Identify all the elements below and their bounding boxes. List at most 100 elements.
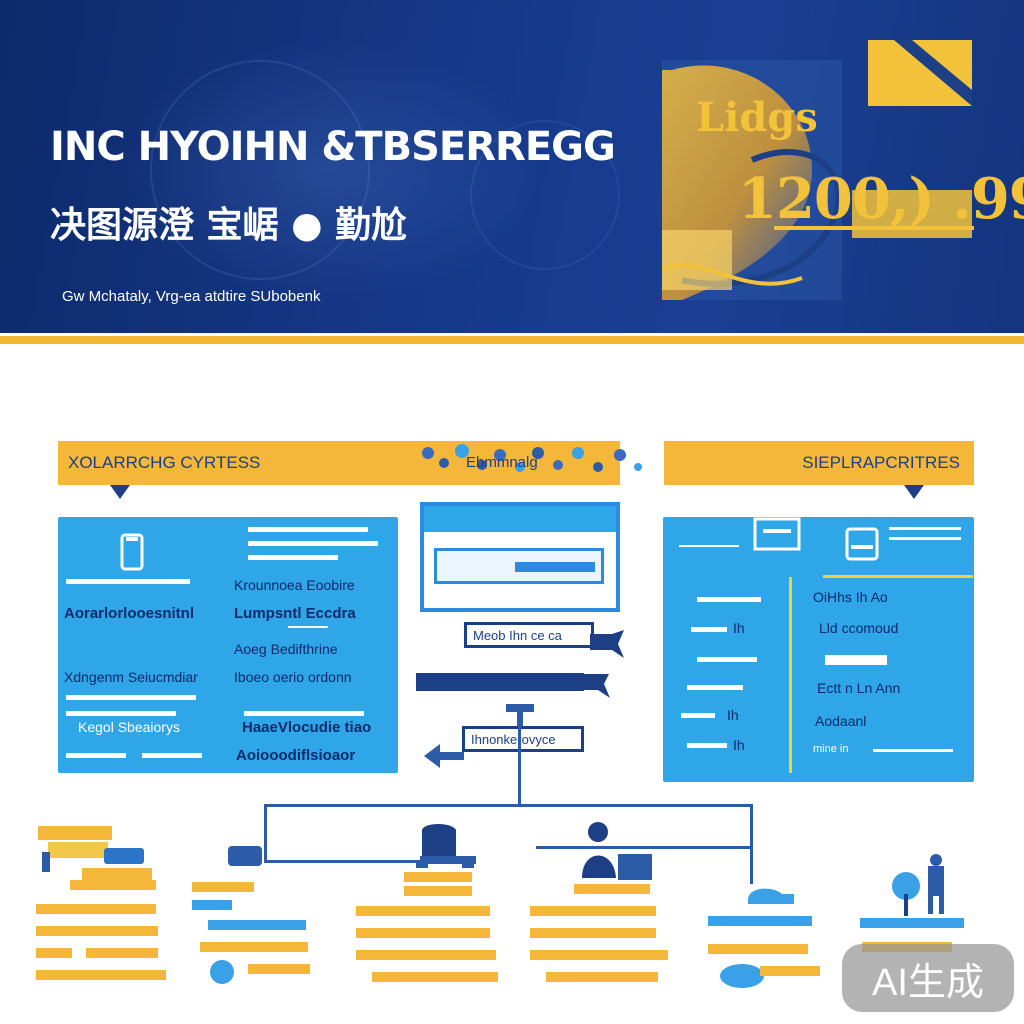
hero-illustration: Lidgs 1200,) .99 xyxy=(661,40,1024,308)
tab-left-section[interactable]: XOLARRCHG CYRTESS Ebmmnalg xyxy=(58,441,642,499)
panel-row-bar xyxy=(687,743,727,748)
panel-header-bar xyxy=(248,527,368,532)
panel-right-mark: Ih xyxy=(733,737,745,753)
bottom-bar xyxy=(36,926,158,936)
panel-right-row: Aodaanl xyxy=(815,713,867,729)
connector-line xyxy=(264,804,752,807)
stack-cards-icon xyxy=(38,826,152,880)
panel-highlight-line xyxy=(823,575,973,578)
connector-line xyxy=(750,804,753,884)
panel-left-row-left: Aorarlorlooesnitnl xyxy=(64,605,195,622)
bottom-bar xyxy=(192,900,232,910)
cloud-icon xyxy=(720,964,764,988)
tab-left-pointer-icon xyxy=(110,485,130,499)
folder-icon xyxy=(845,527,879,561)
bottom-bar xyxy=(404,886,472,896)
bottom-bar xyxy=(574,884,650,894)
panel-row-bar xyxy=(697,657,757,662)
panel-divider-bar xyxy=(244,711,364,716)
panel-row-bar xyxy=(681,713,715,718)
panel-left-row-right: HaaeVlocudie tiao xyxy=(242,719,372,736)
tab-left-secondary-label: Ebmmnalg xyxy=(466,454,538,471)
bottom-bar xyxy=(372,972,498,982)
bottom-bar xyxy=(86,948,158,958)
middle-window-widget xyxy=(420,502,620,612)
bottom-bar xyxy=(356,950,496,960)
hero-number: 1200,) .99 xyxy=(738,166,1024,232)
bottom-bar xyxy=(356,928,490,938)
bottom-bar xyxy=(708,916,812,926)
bottom-bar xyxy=(404,872,472,882)
panel-left-row-right: Aoeg Bedifthrine xyxy=(234,641,338,657)
window-field-fill xyxy=(515,562,595,572)
window-input-field[interactable] xyxy=(434,548,604,584)
bottom-bar xyxy=(70,880,156,890)
bottom-bar xyxy=(530,906,656,916)
bottom-bar xyxy=(708,944,808,954)
panel-right-row: mine in xyxy=(813,743,849,755)
panel-divider-bar xyxy=(66,695,196,700)
bottom-bar xyxy=(36,904,156,914)
bottom-bar xyxy=(248,964,310,974)
connector-line xyxy=(536,846,750,849)
panel-row-bar xyxy=(873,749,953,752)
panel-left-row-right: Krounnoea Eoobire xyxy=(234,577,355,593)
panel-row-bar xyxy=(697,597,761,602)
bottom-bar xyxy=(36,970,166,980)
middle-callout-a[interactable]: Meob Ihn ce ca xyxy=(464,622,594,648)
panel-underline xyxy=(288,626,328,628)
person-with-plant-icon xyxy=(892,854,944,916)
hero-underline xyxy=(774,226,974,230)
panel-header-bar xyxy=(889,527,961,530)
bottom-bar xyxy=(760,966,820,976)
panel-header-bar xyxy=(679,545,739,547)
banner-ring-small xyxy=(470,120,620,270)
server-icon xyxy=(416,824,476,868)
panel-right-row: Lld ccomoud xyxy=(819,620,899,636)
mouse-icon xyxy=(748,888,794,904)
panel-header-bar xyxy=(248,541,378,546)
panel-right-row: OiHhs Ih Ao xyxy=(813,589,888,605)
page-title-english: INC HYOIHN &TBSERREGG xyxy=(50,124,616,170)
hero-title: Lidgs xyxy=(696,94,818,141)
page-subtitle: Gw Mchataly, Vrg-ea atdtire SUbobenk xyxy=(62,288,321,305)
callout-a-label: Meob Ihn ce ca xyxy=(473,627,562,643)
panel-header-bar xyxy=(248,555,338,560)
panel-row-bar xyxy=(691,627,727,632)
bottom-bar xyxy=(208,920,306,930)
left-info-panel: Krounnoea Eoobire Aorarlorlooesnitnl Lum… xyxy=(58,517,398,773)
header-divider xyxy=(0,336,1024,344)
tab-right-pointer-icon xyxy=(904,485,924,499)
panel-left-row-left: Xdngenm Seiucmdiar xyxy=(64,669,198,685)
card-icon xyxy=(228,846,262,866)
panel-left-row-right: Lumpsntl Eccdra xyxy=(234,605,356,622)
bottom-bar xyxy=(546,972,658,982)
bottom-bar xyxy=(530,928,656,938)
panel-divider-bar xyxy=(142,753,202,758)
document-icon xyxy=(120,533,144,571)
bottom-bar xyxy=(860,918,964,928)
right-info-panel: OiHhs Ih Ao Ih Lld ccomoud Ectt n Ln Ann… xyxy=(663,517,974,782)
connector-line xyxy=(518,712,521,804)
bottom-bar xyxy=(36,948,72,958)
header-banner: INC HYOIHN &TBSERREGG 决图源澄 宝崌 ● 勤尬 Gw Mc… xyxy=(0,0,1024,333)
arrow-tail-icon xyxy=(590,630,624,658)
callout-b-label: Ihnonkerovyce xyxy=(471,731,556,747)
tab-left-label: XOLARRCHG CYRTESS xyxy=(68,453,261,472)
bottom-bar xyxy=(356,906,490,916)
monitor-icon xyxy=(753,517,801,551)
middle-callout-b[interactable]: Ihnonkerovyce xyxy=(462,726,584,752)
panel-right-mark: Ih xyxy=(733,620,745,636)
hero-artwork-icon xyxy=(661,40,972,300)
panel-divider-bar xyxy=(66,711,176,716)
arrow-tail-icon xyxy=(580,674,610,698)
bottom-bar xyxy=(192,882,254,892)
page-title-chinese: 决图源澄 宝崌 ● 勤尬 xyxy=(50,205,408,246)
cloud-icon xyxy=(210,960,234,984)
panel-divider-bar xyxy=(66,579,190,584)
connector-line xyxy=(264,860,444,863)
panel-right-mark: Ih xyxy=(727,707,739,723)
tab-right-section[interactable]: SIEPLRAPCRITRES xyxy=(664,441,974,499)
panel-row-bar xyxy=(687,685,743,690)
arrow-left-icon xyxy=(424,744,464,768)
